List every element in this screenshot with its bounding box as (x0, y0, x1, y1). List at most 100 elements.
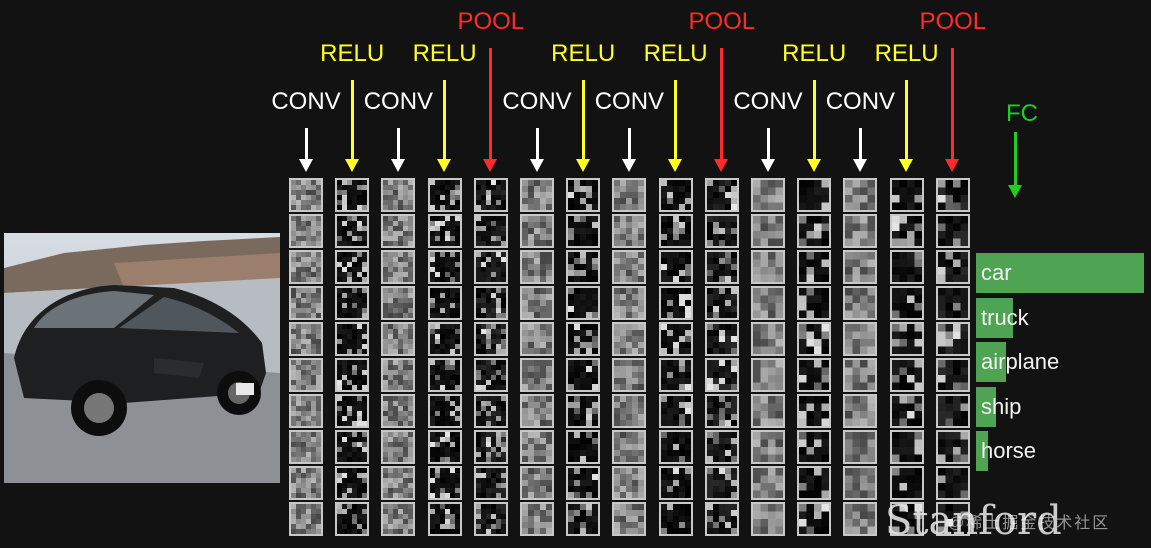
feature-map (843, 178, 878, 212)
feature-map (289, 322, 323, 356)
feature-map (612, 502, 647, 536)
feature-map (473, 250, 508, 284)
prediction-row: horse (976, 431, 1144, 471)
feature-map (289, 394, 323, 428)
layer-label-conv: CONV (733, 88, 803, 115)
feature-map (751, 178, 785, 212)
feature-map (704, 322, 739, 356)
feature-map (473, 322, 508, 356)
feature-map-column (797, 178, 832, 540)
feature-map (566, 394, 601, 428)
feature-map (843, 214, 878, 248)
feature-map (427, 466, 462, 500)
layer-arrow (621, 128, 636, 172)
feature-map (889, 214, 924, 248)
feature-map (751, 466, 785, 500)
feature-map-column (843, 178, 878, 540)
feature-map (935, 430, 970, 464)
layer-arrow (714, 48, 729, 172)
layer-arrow (298, 128, 313, 172)
feature-map (520, 322, 554, 356)
feature-map (335, 250, 370, 284)
feature-map (427, 430, 462, 464)
feature-map (289, 502, 323, 536)
feature-map (889, 394, 924, 428)
feature-map (566, 430, 601, 464)
layer-arrow (945, 48, 960, 172)
feature-map (889, 466, 924, 500)
feature-map (566, 322, 601, 356)
feature-map-column (289, 178, 323, 540)
feature-map (797, 430, 832, 464)
layer-label-pool: POOL (688, 8, 756, 35)
feature-map (289, 214, 323, 248)
feature-map-column (427, 178, 462, 540)
layer-arrow (806, 80, 821, 172)
feature-map (658, 214, 693, 248)
feature-map (566, 466, 601, 500)
feature-map (381, 430, 416, 464)
feature-map (935, 250, 970, 284)
feature-map (658, 250, 693, 284)
feature-map (520, 394, 554, 428)
layer-arrow (390, 128, 405, 172)
layer-label-relu: RELU (551, 40, 616, 67)
feature-map (612, 214, 647, 248)
feature-map (473, 430, 508, 464)
feature-map (797, 286, 832, 320)
feature-map (658, 502, 693, 536)
layer-label-relu: RELU (320, 40, 385, 67)
feature-map (612, 322, 647, 356)
feature-map (335, 466, 370, 500)
prediction-label: ship (981, 393, 1022, 419)
layer-label-conv: CONV (271, 88, 341, 115)
feature-map (935, 394, 970, 428)
feature-map (612, 286, 647, 320)
prediction-label: airplane (981, 349, 1060, 374)
feature-map (797, 394, 832, 428)
feature-map (566, 286, 601, 320)
feature-map (658, 430, 693, 464)
feature-map (566, 502, 601, 536)
feature-map (889, 502, 924, 536)
feature-map (427, 214, 462, 248)
layer-arrow (760, 128, 775, 172)
feature-map (612, 466, 647, 500)
feature-map (889, 286, 924, 320)
prediction-row: airplane (976, 342, 1144, 382)
feature-map-column (473, 178, 508, 540)
feature-map (520, 286, 554, 320)
feature-map (473, 178, 508, 212)
feature-map (520, 358, 554, 392)
feature-map (751, 214, 785, 248)
feature-map (473, 286, 508, 320)
feature-map (381, 250, 416, 284)
prediction-row: truck (976, 297, 1144, 338)
feature-map (797, 214, 832, 248)
feature-map (566, 214, 601, 248)
feature-map (704, 466, 739, 500)
feature-map (335, 430, 370, 464)
feature-map (889, 250, 924, 284)
feature-map (520, 250, 554, 284)
feature-map (612, 394, 647, 428)
feature-map (843, 430, 878, 464)
layer-label-relu: RELU (874, 40, 939, 67)
feature-map (427, 394, 462, 428)
feature-map (658, 322, 693, 356)
feature-map (289, 286, 323, 320)
feature-map (612, 250, 647, 284)
feature-map (935, 286, 970, 320)
feature-map (427, 250, 462, 284)
feature-map (658, 466, 693, 500)
feature-map (381, 178, 416, 212)
feature-map (381, 322, 416, 356)
feature-map (658, 358, 693, 392)
feature-map (889, 178, 924, 212)
feature-map (751, 322, 785, 356)
feature-map (797, 502, 832, 536)
feature-map-column (751, 178, 785, 540)
layer-label-conv: CONV (594, 88, 665, 115)
feature-map-column (566, 178, 601, 540)
feature-map (335, 502, 370, 536)
